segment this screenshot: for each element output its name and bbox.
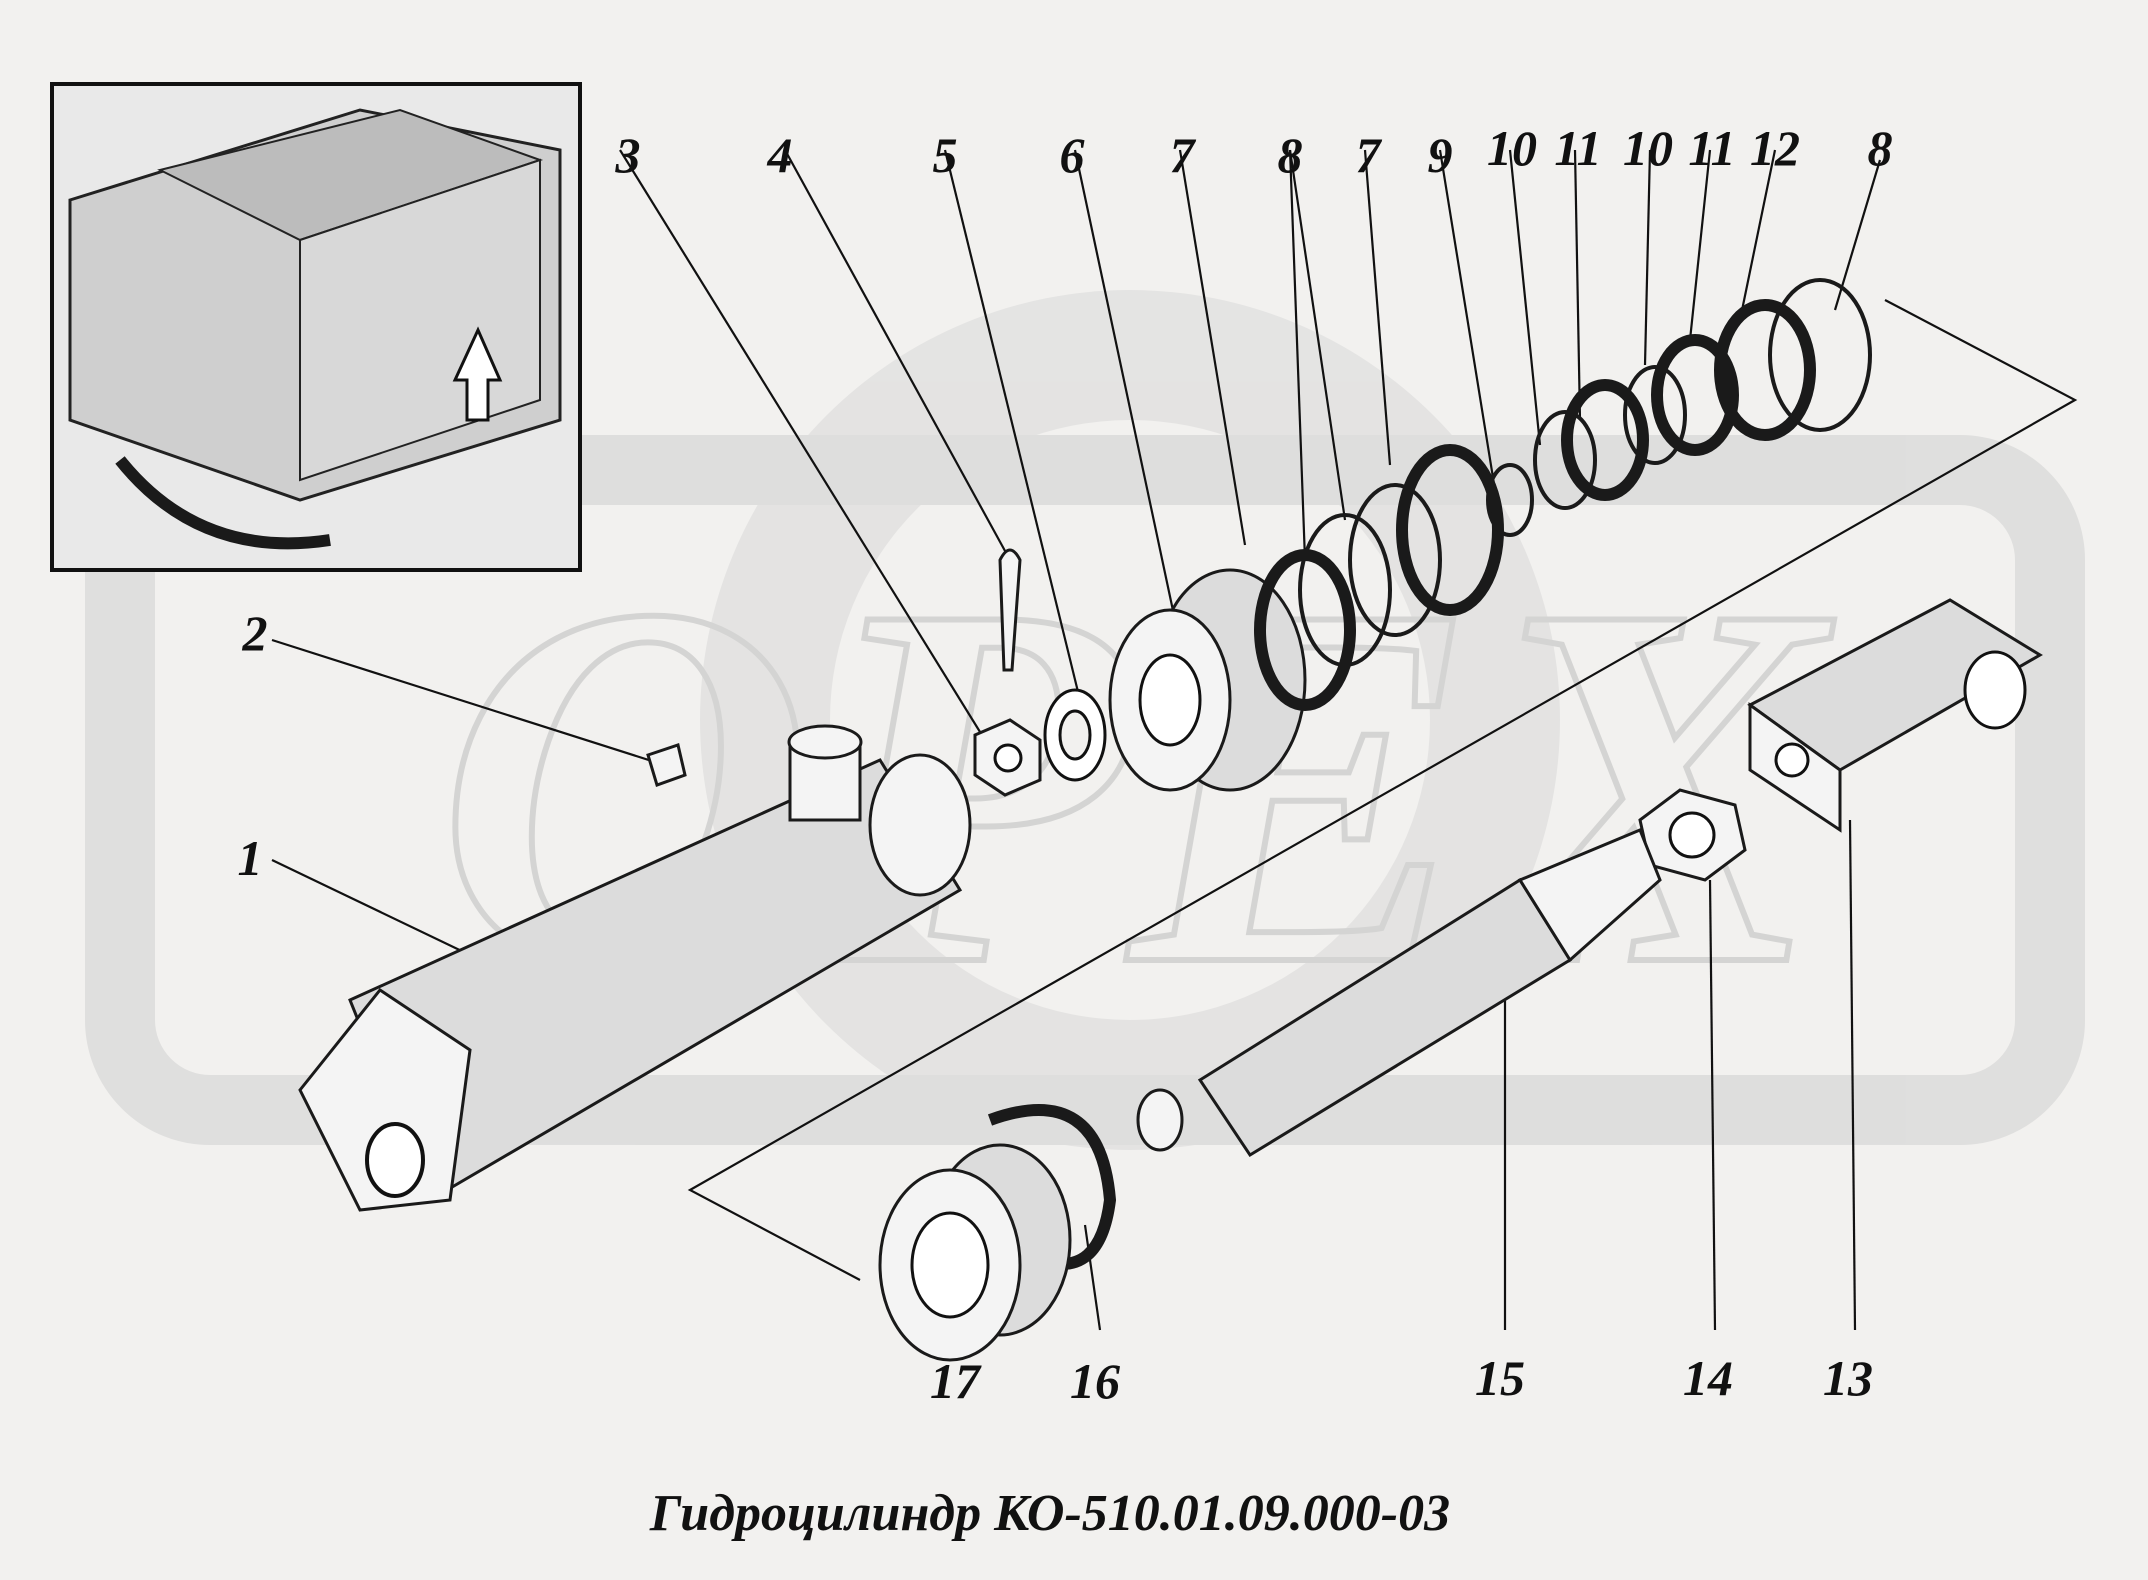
drawing-title: Гидроцилиндр КО-510.01.09.000-03	[649, 1485, 1450, 1542]
callout-11a: 11	[1554, 120, 1601, 176]
callout-7a: 7	[1170, 127, 1197, 183]
callout-4: 4	[767, 127, 793, 183]
callout-7b: 7	[1356, 127, 1383, 183]
callout-14: 14	[1683, 1350, 1733, 1406]
part-15-piston-rod	[1136, 828, 1662, 1158]
callout-17: 17	[930, 1353, 982, 1409]
callout-5: 5	[933, 127, 958, 183]
callout-2-label: 2	[242, 605, 268, 661]
seal-rings-7-8-9	[1254, 444, 1534, 711]
callout-13: 13	[1823, 1350, 1873, 1406]
part-1-cylinder-body	[298, 724, 972, 1212]
callout-8b: 8	[1868, 120, 1893, 176]
part-13-rod-end	[1747, 598, 2043, 833]
callout-16: 16	[1070, 1353, 1120, 1409]
callout-12: 12	[1750, 120, 1800, 176]
callout-11b: 11	[1688, 120, 1735, 176]
callout-8a: 8	[1278, 127, 1303, 183]
callout-3: 3	[615, 127, 641, 183]
seal-rings-10-11-12	[1533, 278, 1872, 510]
callout-10b: 10	[1623, 120, 1673, 176]
leader-lines	[271, 149, 2078, 1331]
part-3-nut	[973, 718, 1042, 797]
part-14-nut	[1638, 788, 1747, 882]
part-17-gland	[878, 1143, 1072, 1362]
callout-labels: 1 2 2 3 4 5 6 7 8 7 9 10 11 10 11 12 8 1…	[238, 120, 1893, 1409]
callout-9: 9	[1428, 127, 1453, 183]
part-6-piston	[1108, 568, 1307, 792]
part-5-washer	[1043, 688, 1107, 782]
part-2-plug	[646, 743, 687, 787]
inset-vehicle-picture	[50, 82, 582, 572]
callout-1: 1	[238, 830, 263, 886]
callout-6: 6	[1060, 127, 1085, 183]
callout-10a: 10	[1487, 120, 1537, 176]
up-arrow-icon	[452, 326, 503, 422]
part-4-cotter-pin	[998, 548, 1022, 672]
callout-15: 15	[1475, 1350, 1525, 1406]
part-16-retaining-ring	[987, 1104, 1117, 1270]
